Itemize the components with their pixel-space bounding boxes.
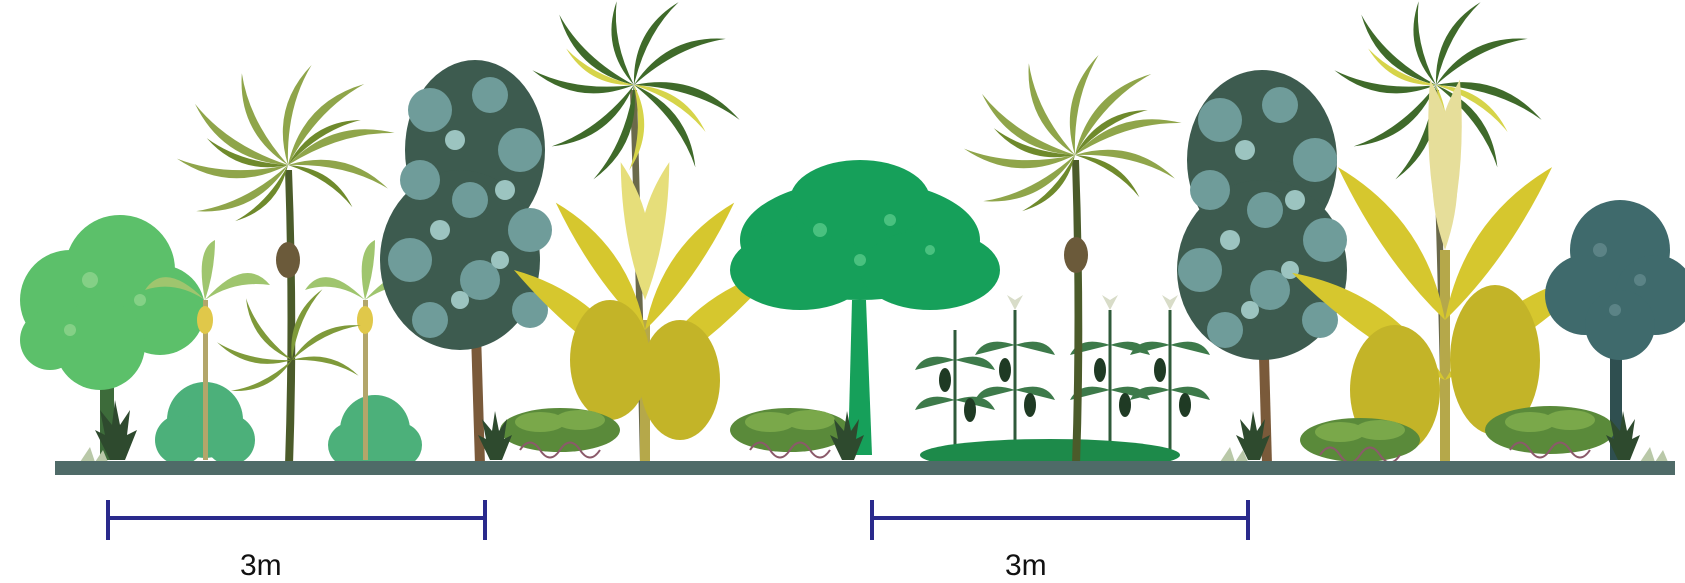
ground-line [55,461,1675,475]
eucalyptus-tree-icon [380,60,552,465]
ground-grass [80,447,1668,462]
maize-plant-icon [915,295,1210,471]
scale-label-left: 3m [240,549,282,582]
scale-bar-right [872,500,1248,540]
scale-bar-left [108,500,485,540]
eucalyptus-tree-icon [1177,70,1347,465]
scale-label-right: 3m [1005,549,1047,582]
